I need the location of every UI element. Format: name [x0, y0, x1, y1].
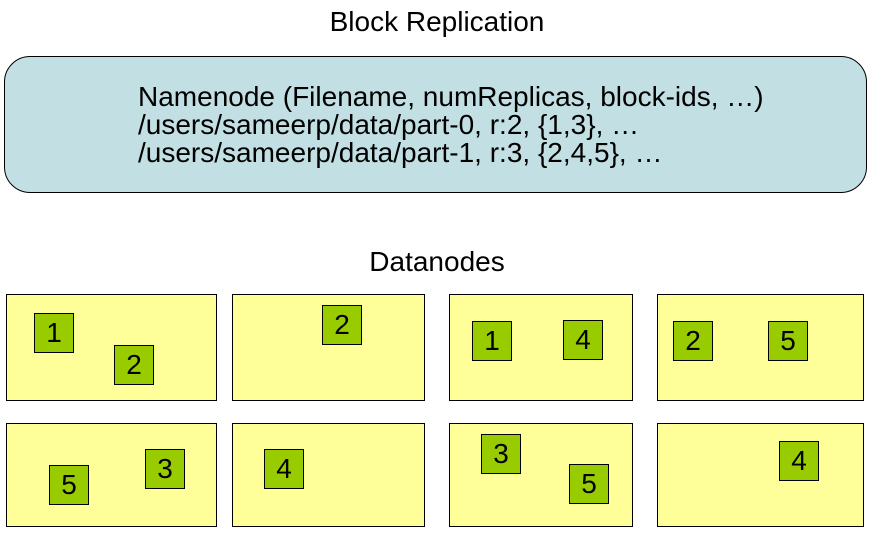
datanode-8: 4	[657, 423, 864, 527]
block-square: 2	[114, 345, 154, 385]
block-square: 2	[322, 305, 362, 345]
datanode-2: 2	[232, 294, 425, 401]
block-square: 4	[264, 449, 304, 489]
datanode-5: 5 3	[6, 423, 217, 527]
block-square: 1	[472, 321, 512, 361]
block-square: 5	[49, 465, 89, 505]
namenode-line-2: /users/sameerp/data/part-0, r:2, {1,3}, …	[138, 109, 640, 140]
block-square: 4	[779, 441, 819, 481]
diagram-title: Block Replication	[329, 6, 545, 37]
block-square: 5	[569, 464, 609, 504]
datanodes-label: Datanodes	[369, 246, 505, 277]
datanode-7: 3 5	[449, 423, 633, 527]
block-square: 3	[481, 434, 521, 474]
datanode-1: 1 2	[6, 294, 217, 401]
namenode-box: Namenode (Filename, numReplicas, block-i…	[4, 56, 867, 193]
namenode-line-1: Namenode (Filename, numReplicas, block-i…	[138, 81, 764, 112]
block-square: 3	[145, 449, 185, 489]
datanode-6: 4	[232, 423, 425, 527]
namenode-text: Namenode (Filename, numReplicas, block-i…	[138, 83, 764, 167]
block-square: 4	[563, 320, 603, 360]
block-square: 1	[34, 313, 74, 353]
namenode-line-3: /users/sameerp/data/part-1, r:3, {2,4,5}…	[138, 137, 663, 168]
block-square: 2	[673, 321, 713, 361]
datanode-4: 2 5	[657, 294, 864, 401]
datanode-3: 1 4	[449, 294, 633, 401]
block-square: 5	[768, 321, 808, 361]
